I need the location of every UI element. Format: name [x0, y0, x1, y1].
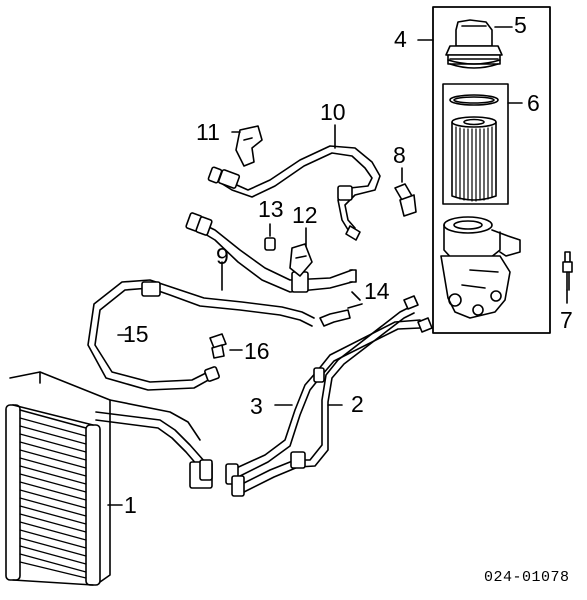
- part-number: 024-01078: [484, 569, 570, 586]
- oil-sensor: [562, 251, 573, 304]
- hose-9: [185, 212, 357, 293]
- hose-15: [87, 279, 315, 391]
- filter-housing-group: [417, 6, 551, 334]
- callout-2: 2: [351, 391, 364, 417]
- bracket-11: [231, 125, 263, 167]
- bushing-13: [264, 223, 276, 251]
- clip-12: [289, 227, 313, 277]
- fitting-8: [394, 167, 417, 217]
- callout-1: 1: [124, 492, 137, 518]
- bolt-16: [209, 333, 243, 359]
- bolt-14: [319, 291, 363, 327]
- oil-cooler: [5, 371, 213, 586]
- callout-11: 11: [196, 119, 220, 145]
- filter-element: [449, 94, 499, 202]
- callout-10: 10: [320, 99, 346, 125]
- callout-14: 14: [364, 278, 390, 304]
- callout-12: 12: [292, 202, 318, 228]
- callout-8: 8: [393, 142, 406, 168]
- callout-16: 16: [244, 338, 270, 364]
- filter-housing: [440, 216, 521, 319]
- callout-3: 3: [250, 393, 263, 419]
- cooler-hard-lines: [225, 295, 433, 497]
- callout-6: 6: [527, 90, 540, 116]
- callout-7: 7: [560, 307, 573, 333]
- callout-5: 5: [514, 12, 527, 38]
- callout-4: 4: [394, 26, 407, 52]
- filter-cap: [445, 19, 513, 69]
- callout-9: 9: [216, 243, 229, 269]
- callout-13: 13: [258, 196, 284, 222]
- callout-15: 15: [123, 321, 149, 347]
- hose-10: [207, 124, 381, 241]
